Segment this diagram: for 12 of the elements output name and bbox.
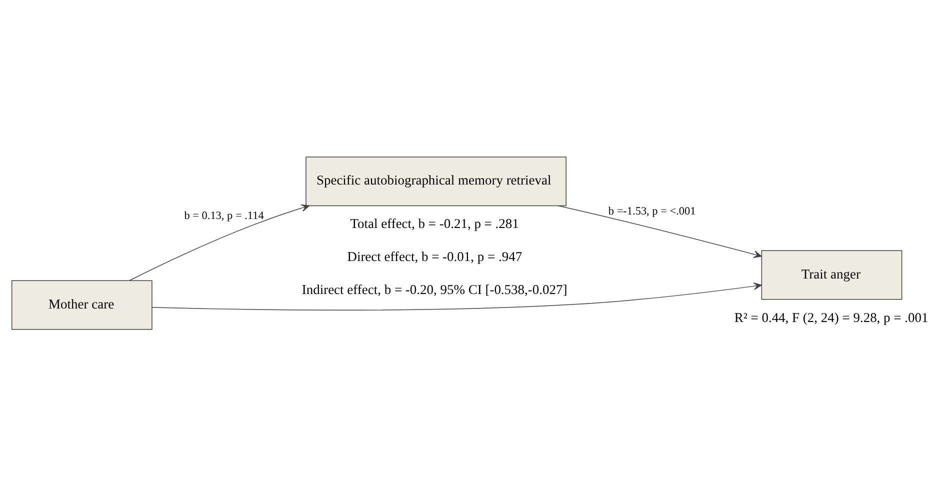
arrow [558,204,762,258]
label: Indirect effect, b = -0.20, 95% CI [-0.538,-0.027] [302,282,568,297]
arrow [152,282,762,310]
label: Total effect, b = -0.21, p = .281 [350,216,519,231]
arrow [128,204,310,280]
edge-label: b = 0.13, p = .114 [184,209,264,222]
edge-label: b =-1.53, p = <.001 [608,204,696,217]
node-box: Specific autobiographical memory retrieval [306,156,566,206]
label: Direct effect, b = -0.01, p = .947 [347,248,522,264]
node-box: Mother care [11,280,152,330]
node-box: Trait anger [761,250,902,300]
node-label: R² = 0.44, F (2, 24) = 9.28, p = .001 [734,309,928,324]
